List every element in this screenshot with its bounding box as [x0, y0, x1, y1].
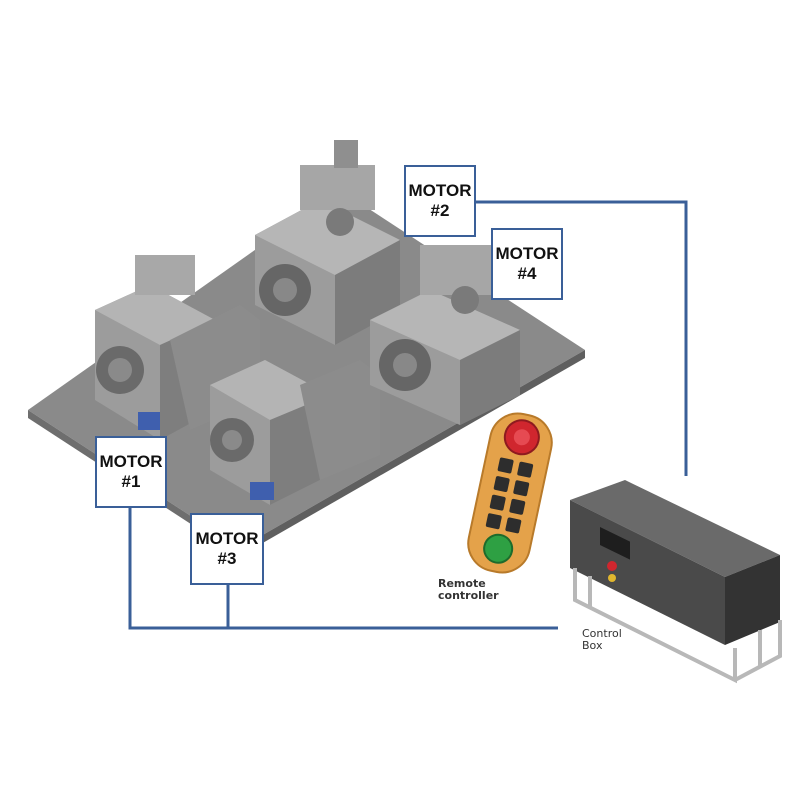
motor-4-number: #4: [517, 264, 537, 283]
motor-2-title: MOTOR: [408, 180, 472, 200]
remote-caption-line2: controller: [438, 588, 499, 602]
motor-3-number: #3: [217, 549, 237, 568]
control-box-display: [600, 527, 630, 560]
motor-2-label: MOTOR #2: [404, 165, 476, 237]
motor-1-label: MOTOR #1: [95, 436, 167, 508]
motor-1-title: MOTOR: [99, 451, 163, 471]
start-button: [483, 533, 514, 564]
remote-controller-caption: Remote controller: [438, 578, 499, 601]
wire-motor-2: [475, 200, 688, 476]
remote-keypad: [485, 457, 534, 534]
motor-3-label: MOTOR #3: [190, 513, 264, 585]
motor-3-title: MOTOR: [195, 528, 259, 548]
motor-4-title: MOTOR: [495, 243, 559, 263]
control-box-side: [725, 555, 780, 645]
motor-4-label: MOTOR #4: [491, 228, 563, 300]
control-box-lamp-yellow: [608, 574, 616, 582]
motor-unit-4: [370, 245, 520, 425]
wire-motor-1: [128, 507, 558, 630]
control-box-frame: [573, 568, 782, 684]
control-box-caption-line1: Control: [582, 627, 622, 640]
wiring: [128, 200, 688, 630]
motor-unit-3: [210, 360, 380, 505]
motor-unit-2: [255, 140, 400, 345]
control-box-top: [570, 480, 780, 577]
motor-platform: [28, 140, 585, 556]
motor-2-number: #2: [430, 201, 450, 220]
remote-controller: [467, 412, 553, 574]
remote-body: [467, 412, 553, 574]
control-box-caption-line2: Box: [582, 638, 603, 652]
remote-caption-line1: Remote: [438, 577, 486, 590]
control-box-lamp-red: [607, 561, 617, 571]
control-box-caption: Control Box: [582, 628, 622, 651]
control-box: [570, 480, 782, 684]
motor-1-number: #1: [121, 472, 141, 491]
